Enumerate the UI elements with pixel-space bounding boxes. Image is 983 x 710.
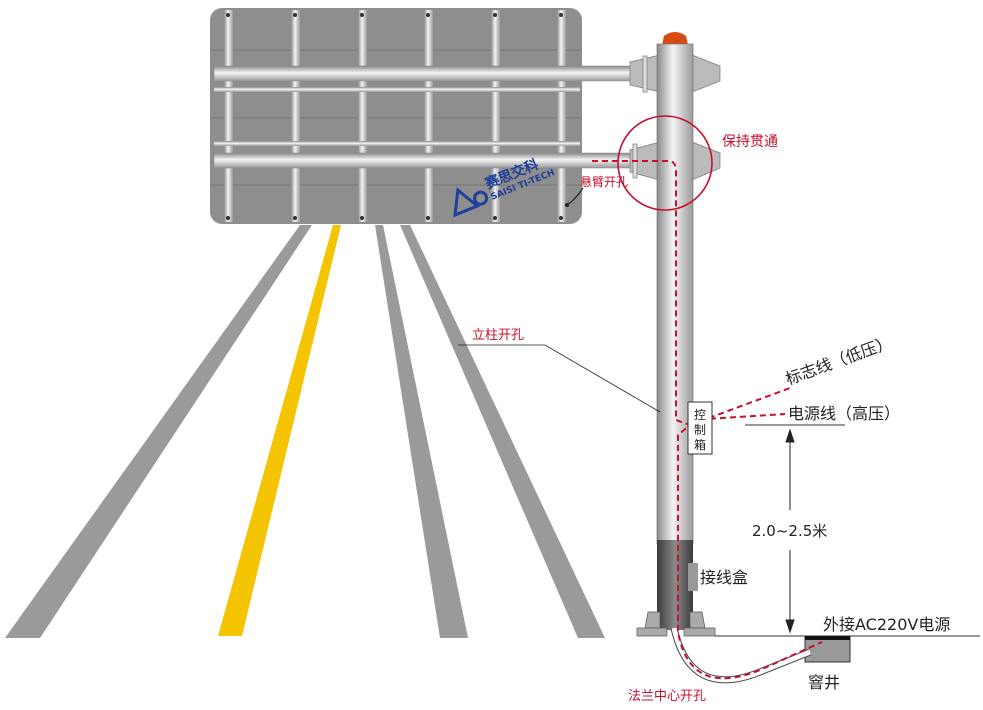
label-column-hole: 立柱开孔 [472, 328, 524, 343]
road-markings [5, 225, 605, 638]
junction-box [688, 563, 698, 591]
manhole [804, 635, 851, 663]
control-box-label-1: 控 [694, 408, 706, 422]
label-flange-hole: 法兰中心开孔 [628, 689, 706, 704]
pole-cap [662, 32, 688, 45]
control-box [687, 401, 713, 455]
label-junction-box: 接线盒 [700, 568, 748, 587]
label-keep-through: 保持贯通 [722, 134, 778, 150]
control-box-label-2: 制 [694, 423, 706, 437]
board-frame-vertical-tubes [224, 10, 566, 222]
label-external-power: 外接AC220V电源 [823, 615, 950, 634]
label-cantilever-hole: 悬臂开孔 [580, 175, 628, 189]
lane-line-mid [375, 225, 468, 638]
label-sign-line: 标志线（低压） [783, 333, 895, 389]
lane-line-right [400, 225, 605, 638]
label-power-line: 电源线（高压） [788, 404, 900, 423]
height-dimension-arrow [785, 428, 795, 634]
sign-board: 赛思交科 SAISI TI-TECH [210, 8, 675, 224]
label-height: 2.0~2.5米 [752, 522, 827, 540]
label-manhole: 窨井 [808, 673, 840, 692]
center-line-yellow [218, 225, 341, 636]
control-box-label-3: 箱 [694, 437, 706, 452]
lane-line-left [5, 225, 312, 638]
highlight-circle [617, 115, 713, 211]
